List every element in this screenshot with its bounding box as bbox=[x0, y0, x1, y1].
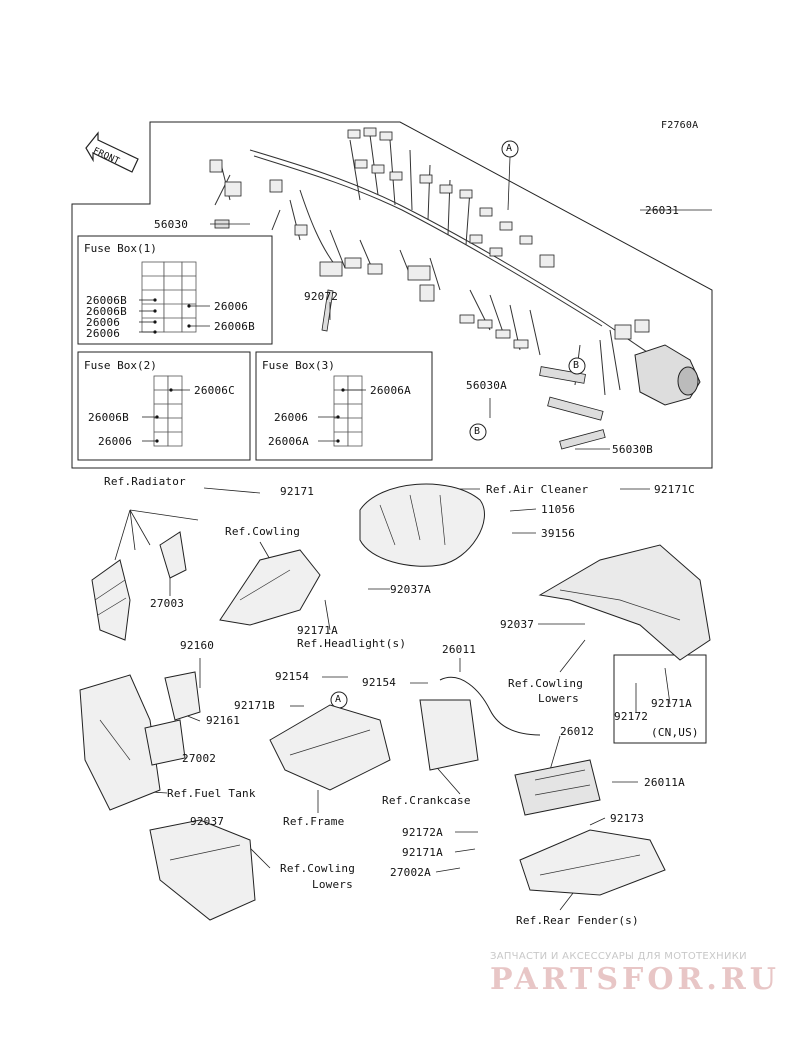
tie-straps bbox=[321, 289, 606, 450]
part-92171[interactable]: 92171 bbox=[280, 485, 315, 498]
part-92171a-right[interactable]: 92171A bbox=[651, 697, 692, 710]
watermark-logo: PARTSFOR.RU bbox=[490, 962, 780, 997]
battery-cap bbox=[634, 344, 701, 406]
ref-fuel-tank: Ref.Fuel Tank bbox=[167, 787, 256, 800]
part-92172a[interactable]: 92172A bbox=[402, 826, 443, 839]
part-92171c[interactable]: 92171C bbox=[654, 483, 695, 496]
main-harness-drawing bbox=[214, 134, 661, 396]
fuse-box-2-left-2[interactable]: 26006 bbox=[98, 435, 133, 448]
part-27003[interactable]: 27003 bbox=[150, 597, 185, 610]
cn-us-note: (CN,US) bbox=[651, 726, 699, 739]
part-92037-right[interactable]: 92037 bbox=[500, 618, 535, 631]
ref-radiator: Ref.Radiator bbox=[104, 475, 186, 488]
part-drawings bbox=[79, 483, 711, 921]
fuse-box-2-left-1[interactable]: 26006B bbox=[88, 411, 129, 424]
part-39156[interactable]: 39156 bbox=[541, 527, 576, 540]
ref-air-cleaner: Ref.Air Cleaner bbox=[486, 483, 589, 496]
fuse-box-3-right-1[interactable]: 26006A bbox=[370, 384, 411, 397]
part-92037a[interactable]: 92037A bbox=[390, 583, 431, 596]
fuse-box-3-left-2[interactable]: 26006A bbox=[268, 435, 309, 448]
part-56030[interactable]: 56030 bbox=[154, 218, 189, 231]
part-26031[interactable]: 26031 bbox=[645, 204, 680, 217]
part-56030b[interactable]: 56030B bbox=[612, 443, 653, 456]
part-92037-bottom[interactable]: 92037 bbox=[190, 815, 225, 828]
marker-circles bbox=[330, 140, 586, 709]
fuse-box-1-left-1[interactable]: 26006B bbox=[86, 294, 127, 307]
ref-cowling-lowers-bottom-2: Lowers bbox=[312, 878, 353, 891]
part-92160[interactable]: 92160 bbox=[180, 639, 215, 652]
fuse-box-1-left-2[interactable]: 26006B bbox=[86, 305, 127, 318]
fuse-box-1-left-3[interactable]: 26006 bbox=[86, 316, 121, 329]
part-92171a-headlight[interactable]: 92171A bbox=[297, 624, 338, 637]
fuse-box-2-title: Fuse Box(2) bbox=[84, 359, 157, 372]
part-27002[interactable]: 27002 bbox=[182, 752, 217, 765]
part-92154-b[interactable]: 92154 bbox=[362, 676, 397, 689]
ref-rear-fenders: Ref.Rear Fender(s) bbox=[516, 914, 639, 927]
front-arrow-icon bbox=[85, 131, 139, 173]
fuse-box-1-title: Fuse Box(1) bbox=[84, 242, 157, 255]
figure-code: F2760A bbox=[661, 120, 699, 131]
part-26011a[interactable]: 26011A bbox=[644, 776, 685, 789]
fuse-box-3-title: Fuse Box(3) bbox=[262, 359, 335, 372]
marker-a-bottom: A bbox=[335, 694, 342, 705]
marker-b-left: B bbox=[474, 426, 481, 437]
ref-cowling-lowers-bottom-1: Ref.Cowling bbox=[280, 862, 356, 875]
ref-cowling: Ref.Cowling bbox=[225, 525, 301, 538]
fuse-box-2-right-1[interactable]: 26006C bbox=[194, 384, 235, 397]
fuse-box-1-left-4[interactable]: 26006 bbox=[86, 327, 121, 340]
part-92154-a[interactable]: 92154 bbox=[275, 670, 310, 683]
part-92173[interactable]: 92173 bbox=[610, 812, 645, 825]
part-92072[interactable]: 92072 bbox=[304, 290, 339, 303]
fuse-box-1-right-2[interactable]: 26006B bbox=[214, 320, 255, 333]
part-92161[interactable]: 92161 bbox=[206, 714, 241, 727]
marker-b-right: B bbox=[573, 360, 580, 371]
part-92171a-bottom[interactable]: 92171A bbox=[402, 846, 443, 859]
ref-headlights: Ref.Headlight(s) bbox=[297, 637, 407, 650]
part-details bbox=[94, 494, 681, 876]
harness-connectors bbox=[209, 127, 650, 349]
fuse-box-1-right-1[interactable]: 26006 bbox=[214, 300, 249, 313]
fuse-box-3-left-1[interactable]: 26006 bbox=[274, 411, 309, 424]
watermark-tagline: ЗАПЧАСТИ И АКСЕССУАРЫ ДЛЯ МОТОТЕХНИКИ bbox=[490, 951, 747, 962]
part-26011[interactable]: 26011 bbox=[442, 643, 477, 656]
ref-cowling-lowers-right-2: Lowers bbox=[538, 692, 579, 705]
ref-frame: Ref.Frame bbox=[283, 815, 345, 828]
part-11056[interactable]: 11056 bbox=[541, 503, 576, 516]
part-27002a[interactable]: 27002A bbox=[390, 866, 431, 879]
part-92171b[interactable]: 92171B bbox=[234, 699, 275, 712]
ref-crankcase: Ref.Crankcase bbox=[382, 794, 471, 807]
part-26012[interactable]: 26012 bbox=[560, 725, 595, 738]
part-56030a[interactable]: 56030A bbox=[466, 379, 507, 392]
ref-cowling-lowers-right-1: Ref.Cowling bbox=[508, 677, 584, 690]
marker-a-top: A bbox=[506, 143, 513, 154]
part-92172[interactable]: 92172 bbox=[614, 710, 649, 723]
